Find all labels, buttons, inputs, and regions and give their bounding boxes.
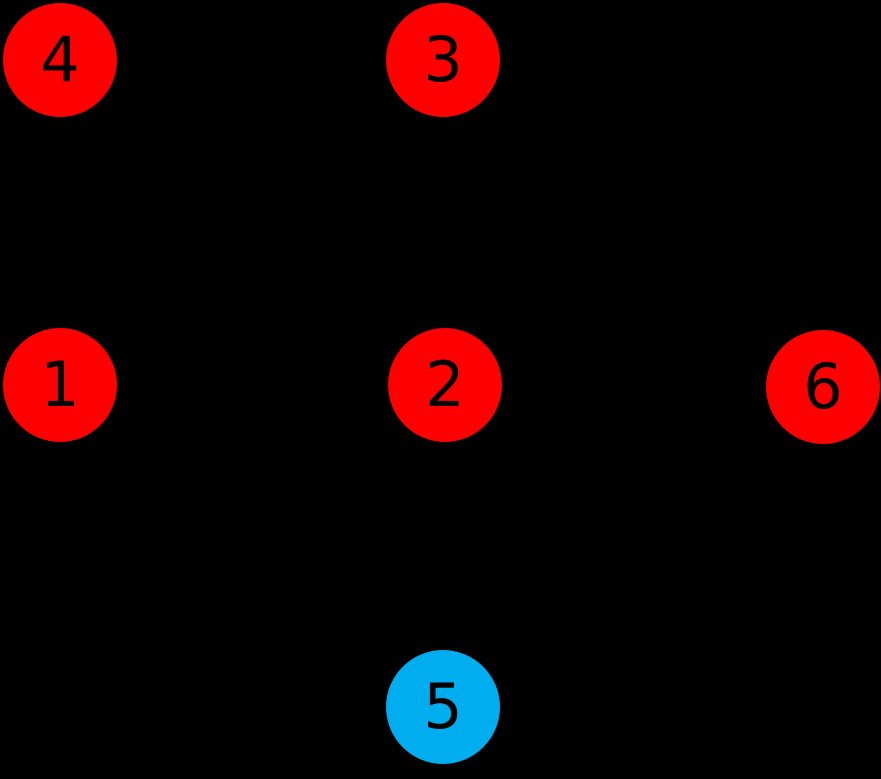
- node-label: 3: [423, 23, 463, 96]
- graph-node-2: 2: [388, 328, 502, 442]
- graph-node-6: 6: [766, 330, 880, 444]
- graph-node-5: 5: [386, 650, 500, 764]
- graph-node-1: 1: [3, 328, 117, 442]
- graph-node-4: 4: [3, 3, 117, 117]
- node-label: 2: [425, 348, 465, 421]
- node-label: 6: [803, 350, 843, 423]
- node-label: 1: [40, 348, 80, 421]
- node-label: 5: [423, 670, 463, 743]
- graph-node-3: 3: [386, 3, 500, 117]
- node-label: 4: [40, 23, 80, 96]
